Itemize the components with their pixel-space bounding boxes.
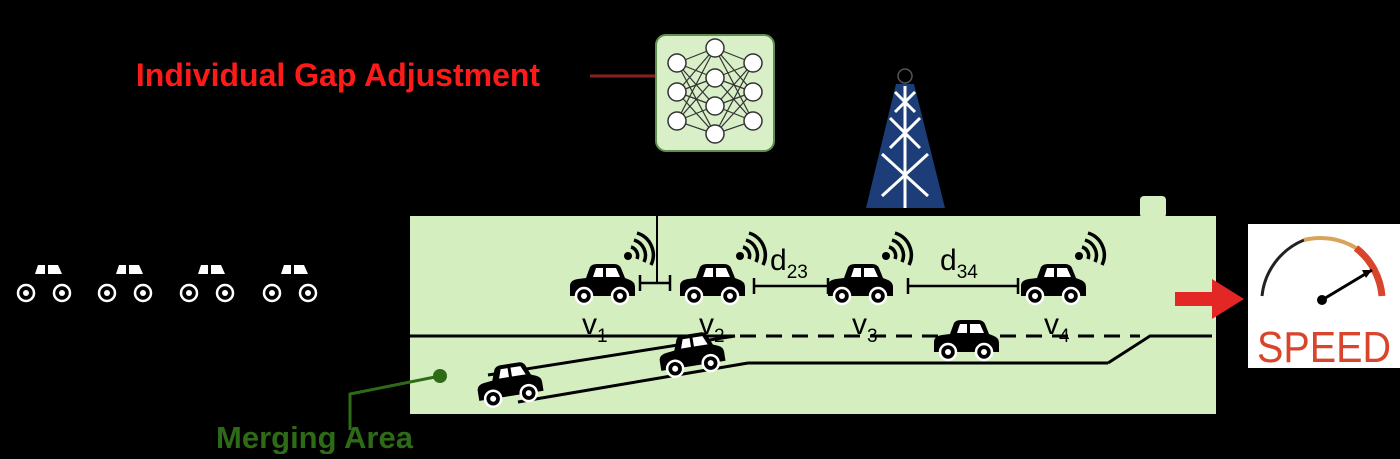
vehicle-label-v1: v1 <box>582 308 608 347</box>
gap-markers <box>638 275 1020 294</box>
vehicle-label-v3: v3 <box>852 308 878 347</box>
gap-label-d23: d23 <box>770 244 808 283</box>
car-icon-queue-4 <box>256 259 325 303</box>
car-icon-queue-3 <box>173 259 242 303</box>
road-area <box>410 216 1216 414</box>
merging-area-callout <box>348 369 447 430</box>
gap-label-d34: d34 <box>940 244 978 283</box>
merging-area-label: Merging Area <box>216 420 414 454</box>
speed-arrow <box>1175 279 1244 319</box>
neural-network-icon <box>655 34 775 152</box>
diagram-title: Individual Gap Adjustment <box>136 57 541 93</box>
speedometer-icon: SPEED <box>1248 224 1400 372</box>
speed-label: SPEED <box>1257 323 1391 372</box>
vehicle-label-v4: v4 <box>1044 308 1070 347</box>
car-icon-queue-1 <box>10 259 79 303</box>
antenna-bump <box>1140 196 1166 218</box>
cell-tower-icon <box>866 68 945 208</box>
car-icon-queue-2 <box>91 259 160 303</box>
